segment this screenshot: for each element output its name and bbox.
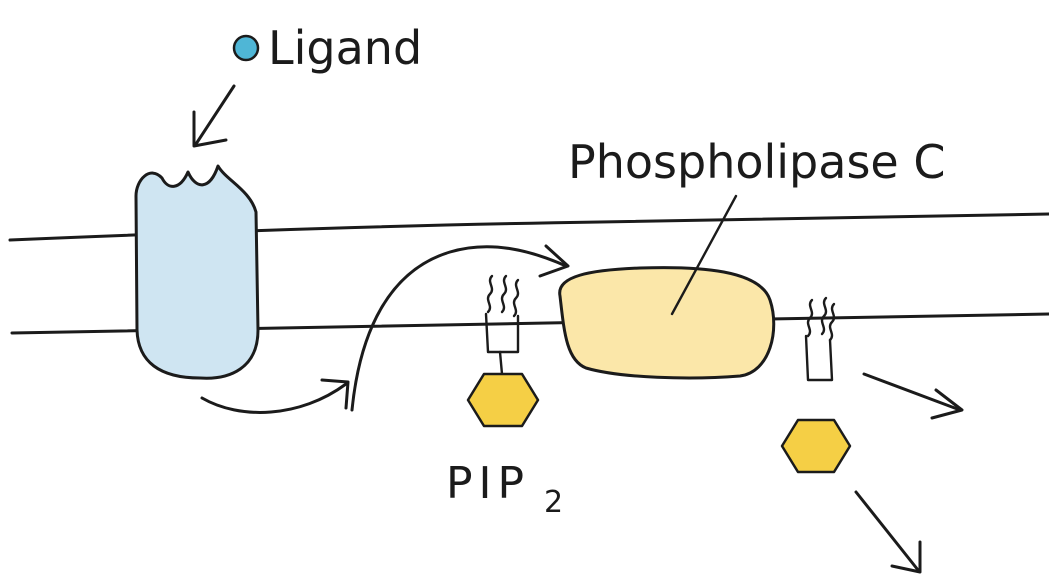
pip2-label-subscript: 2 (544, 485, 563, 520)
arrow-to-receptor-head (192, 110, 228, 148)
ligand-label: Ligand (268, 21, 422, 75)
lipid-tail-icon (512, 278, 520, 318)
lipid-linker (498, 350, 504, 376)
pip2-lipid (466, 274, 540, 428)
phospholipase-label: Phospholipase C (568, 135, 945, 189)
pip2-hexagon-icon (466, 372, 540, 428)
activation-arrow-top-head (538, 244, 570, 278)
activation-arrow-bottom-head (320, 378, 350, 410)
lipid-tail-icon (820, 296, 828, 336)
product-arrow-down-head (890, 540, 922, 574)
phospholipase-c-enzyme (558, 266, 776, 380)
product-arrow-down (854, 490, 920, 572)
lipid-glycerol-backbone (484, 312, 520, 354)
receptor-protein (134, 164, 260, 380)
phospholipase-pointer-line (670, 194, 738, 316)
arrow-to-receptor (194, 84, 236, 146)
activation-arrow-top (350, 245, 568, 412)
product-arrow-right (862, 372, 962, 412)
activation-arrow-bottom (200, 382, 348, 414)
lipid-tail-icon (500, 274, 508, 314)
lipid-tail-icon (486, 274, 494, 314)
lipid-glycerol-backbone (804, 334, 834, 382)
lipid-tail-icon (828, 302, 836, 342)
pip2-label: PIP (446, 458, 530, 509)
ligand-circle (232, 34, 260, 62)
product-arrow-right-head (930, 388, 964, 420)
pip2-label-main: PIP (446, 458, 530, 509)
cleaved-lipid (804, 296, 836, 382)
released-head-group-hexagon-icon (780, 418, 852, 474)
lipid-tail-icon (806, 298, 814, 338)
